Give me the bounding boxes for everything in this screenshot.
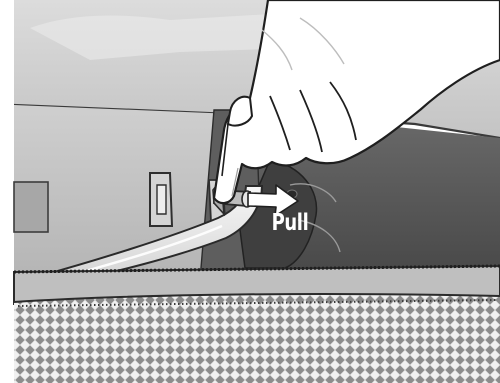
hose-clip-left bbox=[150, 173, 172, 226]
left-margin bbox=[0, 0, 14, 383]
mesh-grille-panel bbox=[14, 294, 500, 383]
